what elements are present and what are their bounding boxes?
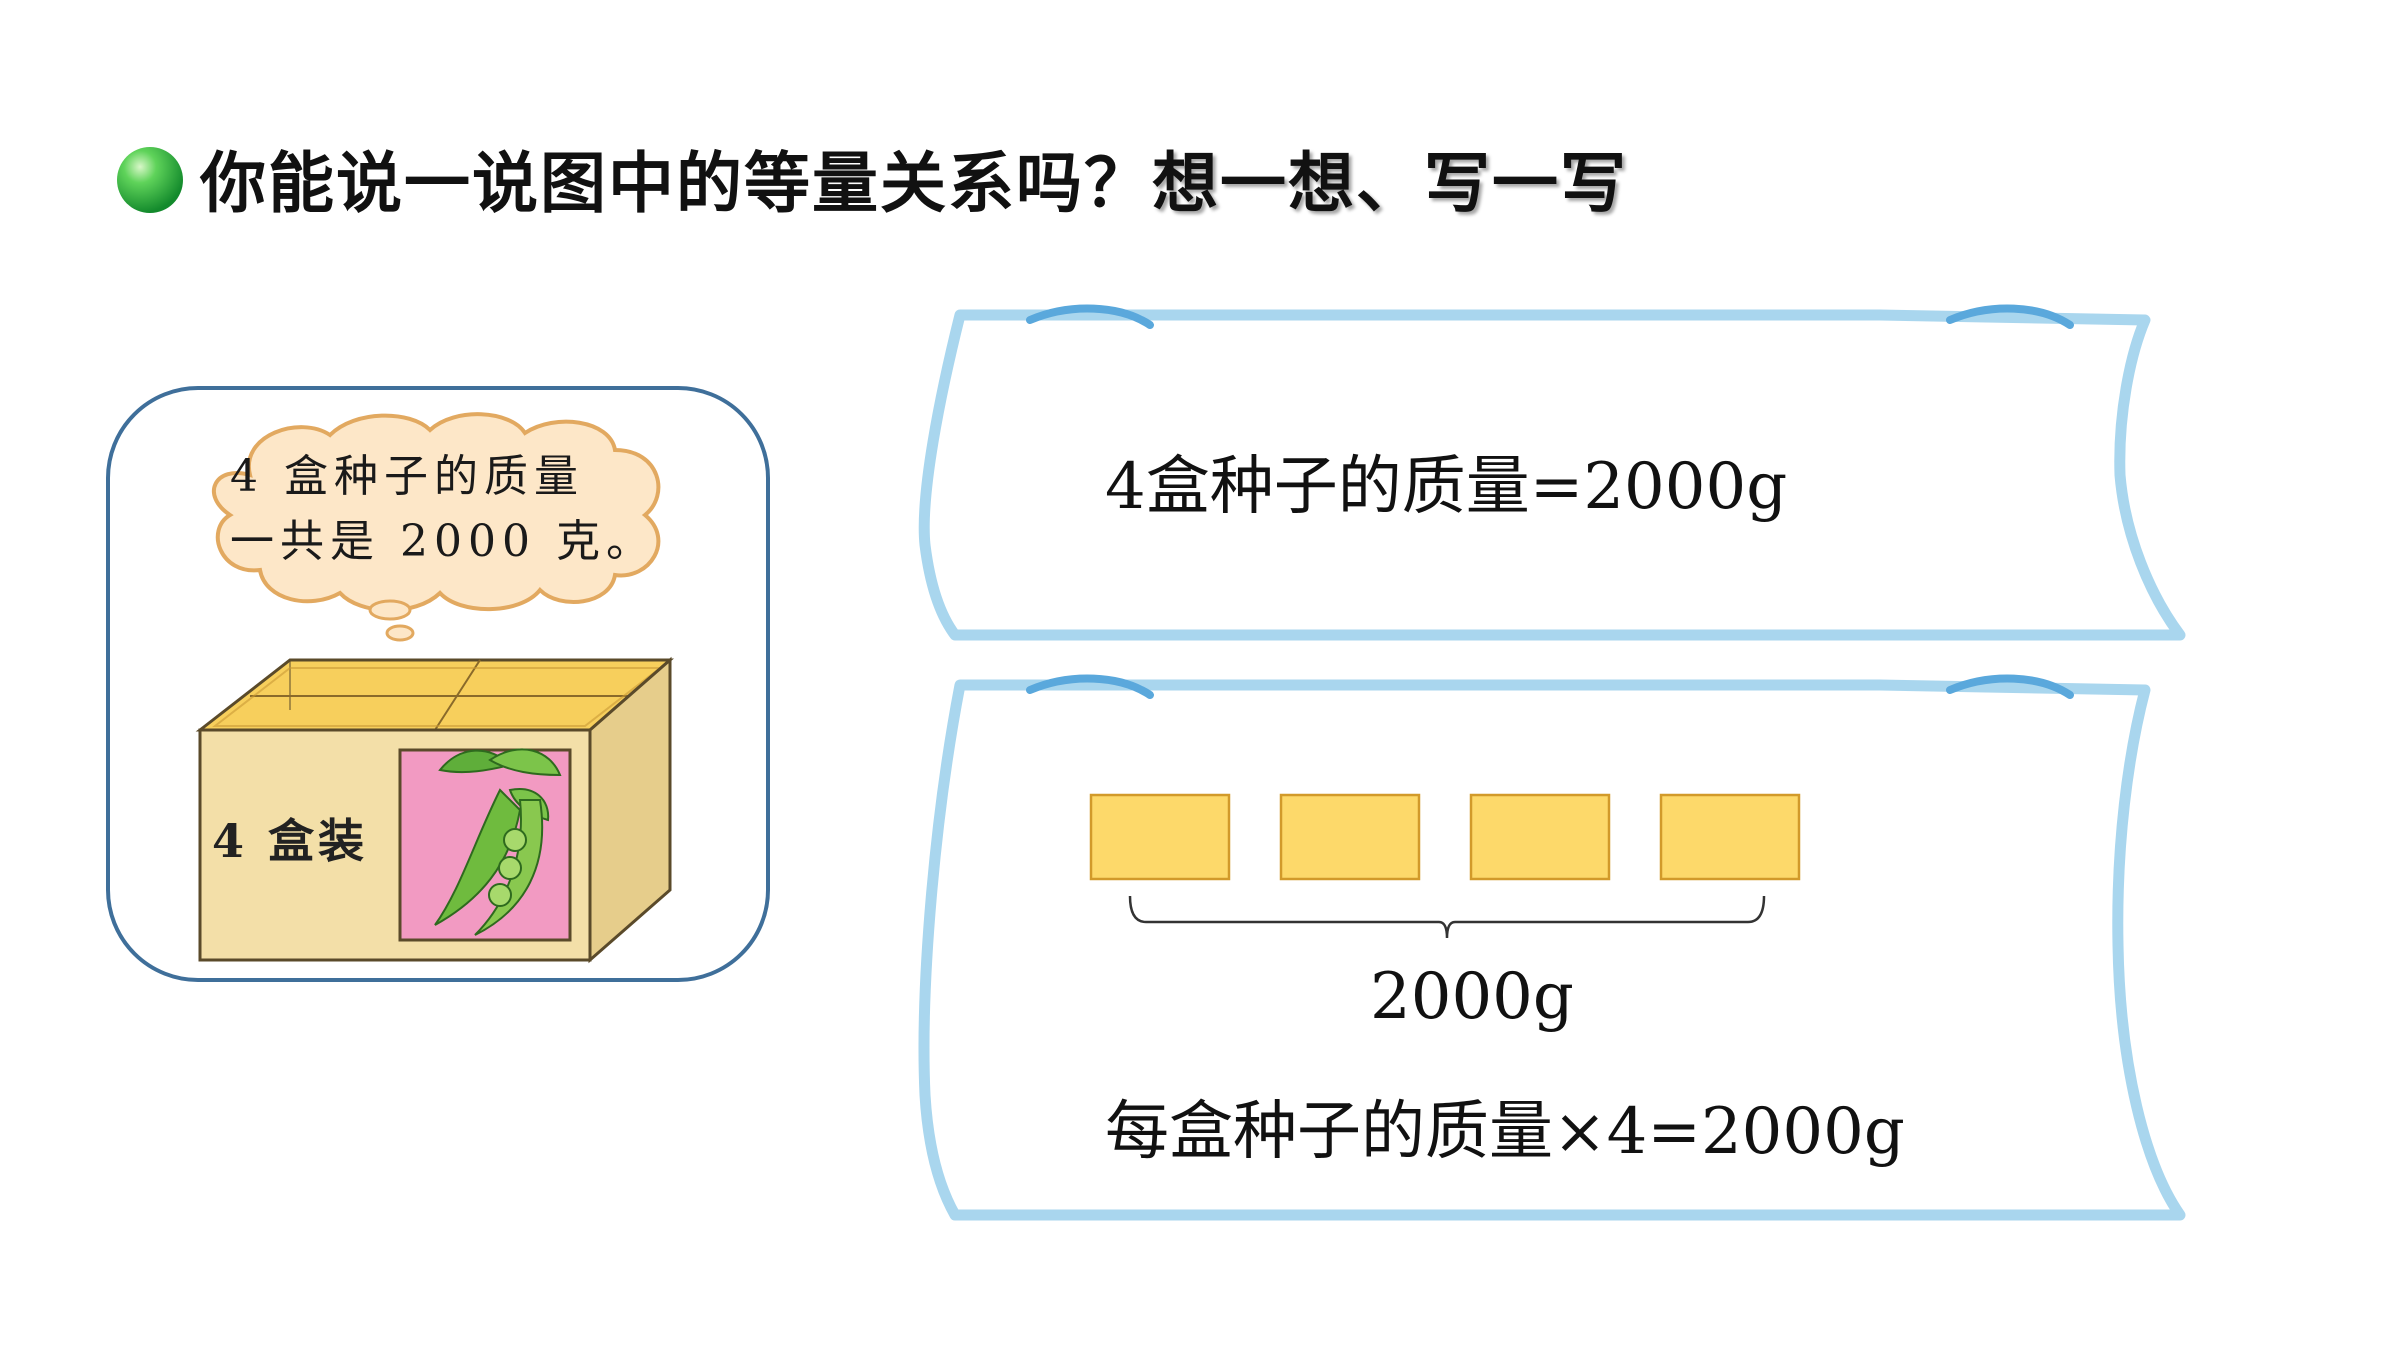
note-card-2 (918, 674, 2186, 1221)
seed-box (195, 656, 674, 964)
thought-line-1: 4 盒种子的质量 (230, 451, 584, 502)
total-brace (1128, 895, 1766, 939)
total-label: 2000g (1370, 960, 1574, 1034)
bullet-icon (117, 147, 183, 213)
box-label: 4 盒装 (212, 814, 369, 868)
note1-equation: 4盒种子的质量=2000g (1105, 450, 1788, 524)
segment-box (1279, 793, 1421, 881)
question-text: 你能说一说图中的等量关系吗？ (200, 145, 1152, 222)
thought-bubble (211, 412, 661, 642)
segment-box (1469, 793, 1611, 881)
thought-line-2: 一共是 2000 克。 (230, 516, 656, 567)
note2-equation: 每盒种子的质量×4=2000g (1105, 1095, 1905, 1169)
segment-box (1659, 793, 1801, 881)
instruction-text: 想一想、写一写 (1152, 145, 1628, 222)
page-title: 你能说一说图中的等量关系吗？想一想、写一写 (200, 130, 1628, 226)
note-card-1 (918, 304, 2186, 641)
segment-diagram (1089, 793, 1801, 939)
segment-box (1089, 793, 1231, 881)
